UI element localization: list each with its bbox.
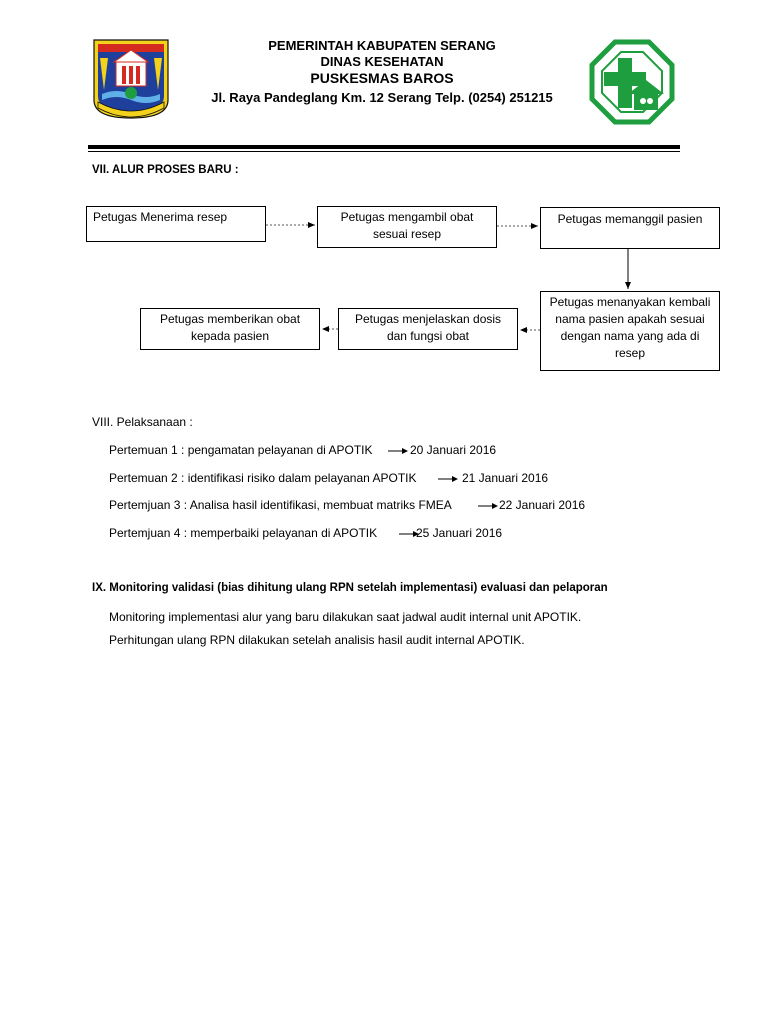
meeting-3-label: Pertemjuan 3 : Analisa hasil identifikas… bbox=[109, 498, 452, 512]
section9-title: IX. Monitoring validasi (bias dihitung u… bbox=[92, 582, 608, 594]
kabupaten-serang-emblem bbox=[92, 38, 170, 120]
meeting-4-arrow bbox=[399, 531, 419, 537]
header-line-3: PUSKESMAS BAROS bbox=[310, 70, 454, 86]
header-address: Jl. Raya Pandeglang Km. 12 Serang Telp. … bbox=[211, 90, 553, 105]
section9-line-2: Perhitungan ulang RPN dilakukan setelah … bbox=[109, 633, 525, 647]
section8-title: VIII. Pelaksanaan : bbox=[92, 415, 193, 429]
meeting-2-label: Pertemuan 2 : identifikasi risiko dalam … bbox=[109, 471, 417, 485]
meeting-1-label: Pertemuan 1 : pengamatan pelayanan di AP… bbox=[109, 443, 373, 457]
header-line-2: DINAS KESEHATAN bbox=[320, 54, 444, 69]
puskesmas-logo bbox=[588, 38, 676, 126]
flow-box-3: Petugas memanggil pasien bbox=[540, 207, 720, 249]
meeting-1-arrow bbox=[388, 448, 408, 454]
meeting-1-date: 20 Januari 2016 bbox=[410, 443, 497, 457]
header-divider-thick bbox=[88, 145, 680, 149]
meeting-3-arrow bbox=[478, 503, 498, 509]
header-divider-thin bbox=[88, 151, 680, 152]
meeting-4-label: Pertemjuan 4 : memperbaiki pelayanan di … bbox=[109, 526, 378, 540]
header-line-1: PEMERINTAH KABUPATEN SERANG bbox=[268, 38, 496, 53]
meeting-4-date: 25 Januari 2016 bbox=[416, 526, 503, 540]
meeting-2-arrow bbox=[438, 476, 458, 482]
section7-title: VII. ALUR PROSES BARU : bbox=[92, 164, 239, 176]
flow-arrows bbox=[266, 222, 631, 333]
flow-box-5: Petugas menjelaskan dosis dan fungsi oba… bbox=[338, 308, 518, 350]
meeting-3-date: 22 Januari 2016 bbox=[499, 498, 586, 512]
flow-box-4: Petugas menanyakan kembali nama pasien a… bbox=[540, 291, 720, 371]
flow-box-6: Petugas memberikan obat kepada pasien bbox=[140, 308, 320, 350]
section9-line-1: Monitoring implementasi alur yang baru d… bbox=[109, 610, 582, 624]
flow-box-2: Petugas mengambil obat sesuai resep bbox=[317, 206, 497, 248]
meeting-2-date: 21 Januari 2016 bbox=[462, 471, 549, 485]
flow-box-1: Petugas Menerima resep bbox=[86, 206, 266, 242]
